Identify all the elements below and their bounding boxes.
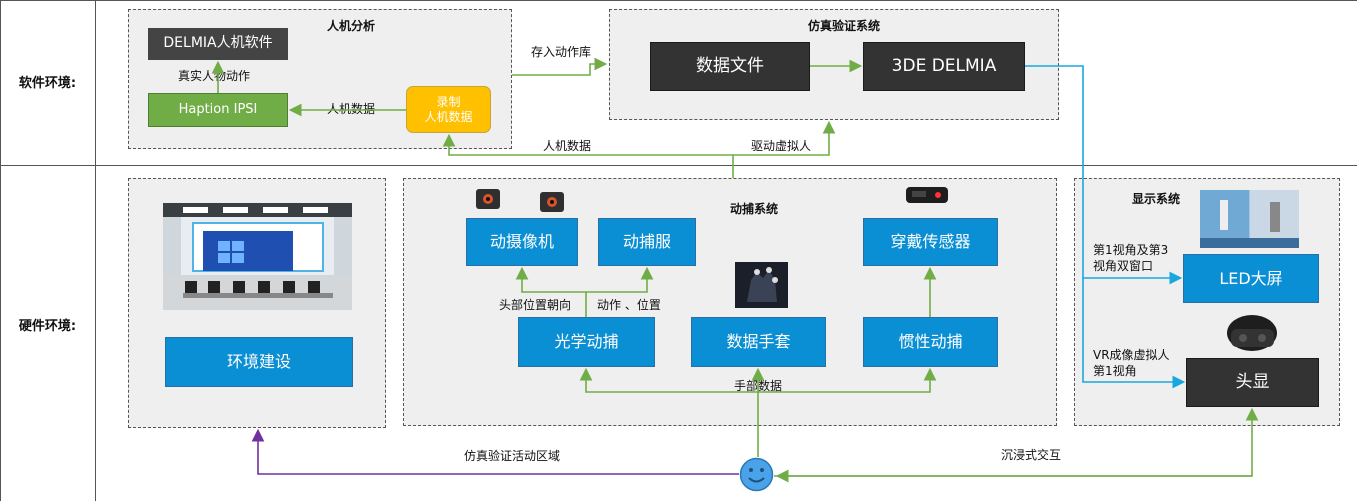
save-library-label: 存入动作库 — [531, 45, 592, 59]
mocap-camera-box[interactable]: 动摄像机 — [466, 218, 578, 266]
camera-device-2 — [538, 190, 566, 214]
delmia-3de-box[interactable]: 3DE DELMIA — [863, 42, 1025, 91]
label-column-divider — [95, 0, 96, 501]
drive-virtual-label: 驱动虚拟人 — [751, 139, 812, 153]
motion-pos-label: 动作 、位置 — [597, 298, 661, 312]
hmd-device-image — [1225, 311, 1280, 354]
head-pose-label: 头部位置朝向 — [499, 298, 572, 312]
hm-analysis-title: 人机分析 — [327, 19, 376, 33]
real-motion-label: 真实人物动作 — [178, 69, 251, 83]
environment-build-box[interactable]: 环境建设 — [165, 337, 353, 387]
haption-box[interactable]: Haption IPSI — [148, 93, 288, 127]
user-smiley-icon — [739, 457, 774, 492]
mocap-suit-box[interactable]: 动捕服 — [598, 218, 696, 266]
camera-device-1 — [474, 187, 502, 211]
wearable-sensor-box[interactable]: 穿戴传感器 — [863, 218, 998, 266]
mocap-title: 动捕系统 — [730, 202, 779, 216]
record-box-label: 录制 人机数据 — [424, 94, 473, 124]
room-illustration — [163, 203, 352, 310]
data-file-box[interactable]: 数据文件 — [650, 42, 810, 91]
hm-data-bottom-label: 人机数据 — [543, 139, 592, 153]
immersive-label: 沉浸式交互 — [1001, 448, 1062, 462]
row-divider-top — [0, 0, 1357, 1]
wearable-device — [904, 183, 950, 207]
inertial-mocap-box[interactable]: 惯性动捕 — [863, 317, 998, 367]
hmd-box[interactable]: 头显 — [1186, 358, 1319, 407]
led-screen-box[interactable]: LED大屏 — [1183, 254, 1319, 303]
led-screen-image — [1200, 190, 1299, 248]
record-box[interactable]: 录制 人机数据 — [406, 86, 491, 133]
vr-view-label: VR成像虚拟人 第1视角 — [1093, 348, 1170, 379]
delmia-software-box[interactable]: DELMIA人机软件 — [148, 28, 288, 60]
view-13-label: 第1视角及第3 视角双窗口 — [1093, 243, 1168, 274]
glove-device — [735, 262, 788, 308]
hardware-env-label: 硬件环境: — [18, 319, 77, 334]
sim-system-title: 仿真验证系统 — [808, 19, 881, 33]
frame-left — [0, 0, 1, 501]
optical-mocap-box[interactable]: 光学动捕 — [518, 317, 655, 367]
software-env-label: 软件环境: — [18, 76, 77, 91]
vr-view-text: VR成像虚拟人 第1视角 — [1093, 348, 1170, 378]
row-divider-middle — [0, 165, 1357, 166]
sim-area-label: 仿真验证活动区域 — [464, 449, 561, 463]
data-glove-box[interactable]: 数据手套 — [691, 317, 826, 367]
hand-data-label: 手部数据 — [734, 379, 783, 393]
view-13-text: 第1视角及第3 视角双窗口 — [1093, 243, 1169, 273]
hm-data-label: 人机数据 — [327, 102, 376, 116]
display-title: 显示系统 — [1132, 192, 1181, 206]
